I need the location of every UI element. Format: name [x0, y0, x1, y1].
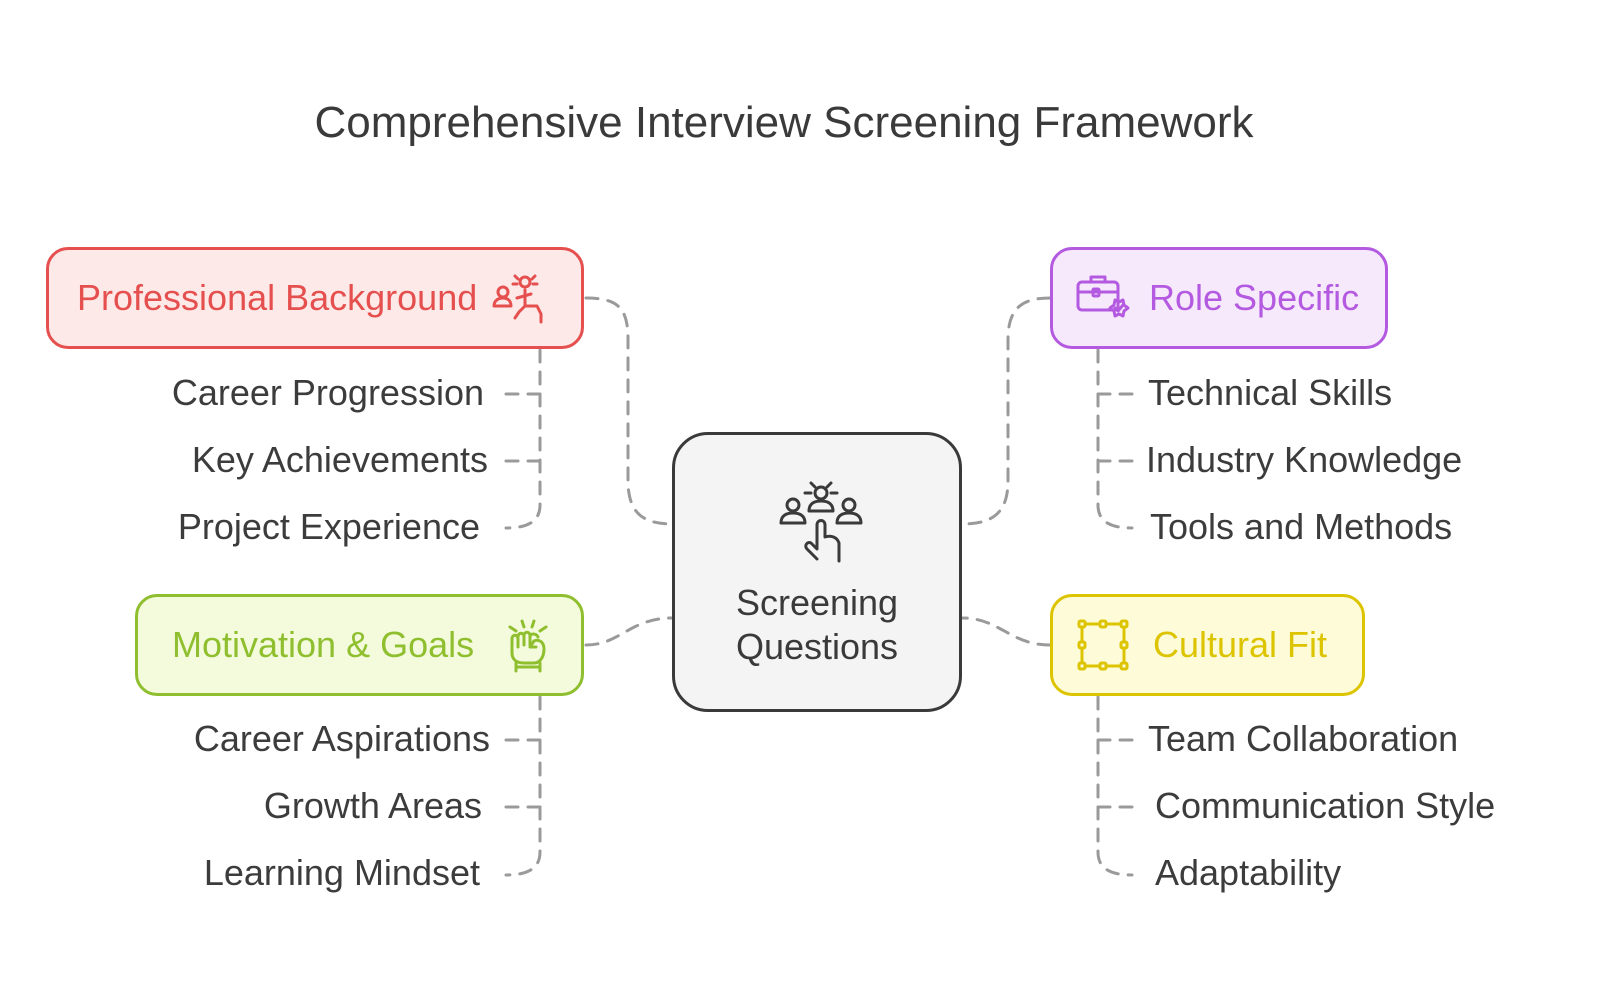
connector-rs-trunk: [1096, 348, 1134, 530]
connector-pb-trunk: [504, 348, 542, 530]
node-motivation-goals: Motivation & Goals: [135, 594, 584, 696]
list-item: Growth Areas: [263, 785, 482, 826]
person-climbing-icon: [492, 274, 543, 324]
node-label: Cultural Fit: [1153, 624, 1328, 665]
list-item: Career Progression: [171, 372, 484, 413]
node-label: Professional Background: [77, 277, 478, 318]
connector-motivation-goals: [584, 616, 674, 647]
list-item: Team Collaboration: [1148, 718, 1459, 759]
center-label-line-1: Screening: [735, 582, 899, 623]
list-item: Communication Style: [1155, 785, 1496, 826]
node-professional-background: Professional Background: [46, 247, 584, 349]
connector-role-specific: [960, 296, 1052, 526]
list-item: Career Aspirations: [193, 718, 490, 759]
node-label: Motivation & Goals: [172, 624, 475, 665]
node-label: Role Specific: [1149, 277, 1360, 318]
list-item: Industry Knowledge: [1146, 439, 1463, 480]
list-item: Adaptability: [1155, 852, 1342, 893]
connector-professional-background: [584, 296, 674, 526]
connector-cf-trunk: [1096, 695, 1134, 877]
connector-cultural-fit: [960, 616, 1052, 647]
frame-select-icon: [1077, 619, 1129, 671]
center-label: Screening Questions: [675, 581, 959, 669]
raised-fist-icon: [508, 619, 548, 673]
list-item: Tools and Methods: [1150, 506, 1453, 547]
list-item: Learning Mindset: [203, 852, 480, 893]
list-item: Project Experience: [177, 506, 480, 547]
node-cultural-fit: Cultural Fit: [1050, 594, 1365, 696]
group-pointer-icon: [779, 481, 863, 563]
list-item: Technical Skills: [1148, 372, 1393, 413]
briefcase-badge-icon: [1076, 275, 1130, 318]
center-label-line-2: Questions: [735, 626, 899, 667]
connector-mg-trunk: [504, 695, 542, 877]
center-node: Screening Questions: [672, 432, 962, 712]
diagram-title: Comprehensive Interview Screening Framew…: [314, 98, 1254, 147]
list-item: Key Achievements: [191, 439, 488, 480]
node-role-specific: Role Specific: [1050, 247, 1388, 349]
